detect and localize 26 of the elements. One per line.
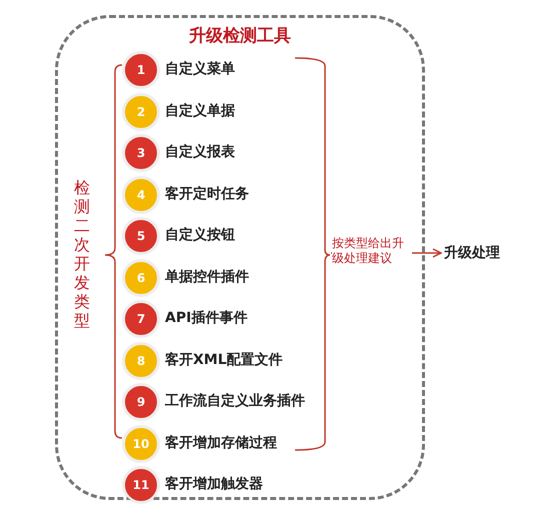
item-text: 工作流自定义业务插件: [165, 392, 305, 410]
number-badge: 2: [123, 94, 159, 130]
number-badge: 1: [123, 52, 159, 88]
item-text: 客开增加存储过程: [165, 434, 277, 452]
frame-title: 升级检测工具: [188, 25, 292, 47]
item-text: 自定义报表: [165, 142, 235, 161]
number-badge: 7: [123, 301, 159, 337]
item-text: 自定义菜单: [165, 60, 235, 78]
item-text: 客开增加触发器: [165, 474, 263, 493]
side-label: 检测二次开发类型: [74, 178, 91, 330]
item-text: 自定义按钮: [165, 226, 235, 244]
number-badge: 8: [123, 342, 159, 378]
edge-label: 按类型给出升级处理建议: [332, 236, 412, 266]
number-badge: 6: [123, 260, 159, 296]
number-badge: 10: [123, 426, 159, 462]
item-text: 自定义单据: [165, 102, 235, 120]
number-badge: 11: [123, 467, 159, 503]
number-badge: 5: [123, 218, 159, 254]
item-text: API插件事件: [165, 309, 248, 327]
number-badge: 3: [123, 135, 159, 171]
number-badge: 4: [123, 176, 159, 212]
result-text: 升级处理: [444, 244, 500, 262]
number-badge: 9: [123, 384, 159, 420]
item-text: 客开XML配置文件: [165, 350, 283, 368]
item-text: 单据控件插件: [165, 268, 249, 286]
item-text: 客开定时任务: [165, 184, 249, 202]
